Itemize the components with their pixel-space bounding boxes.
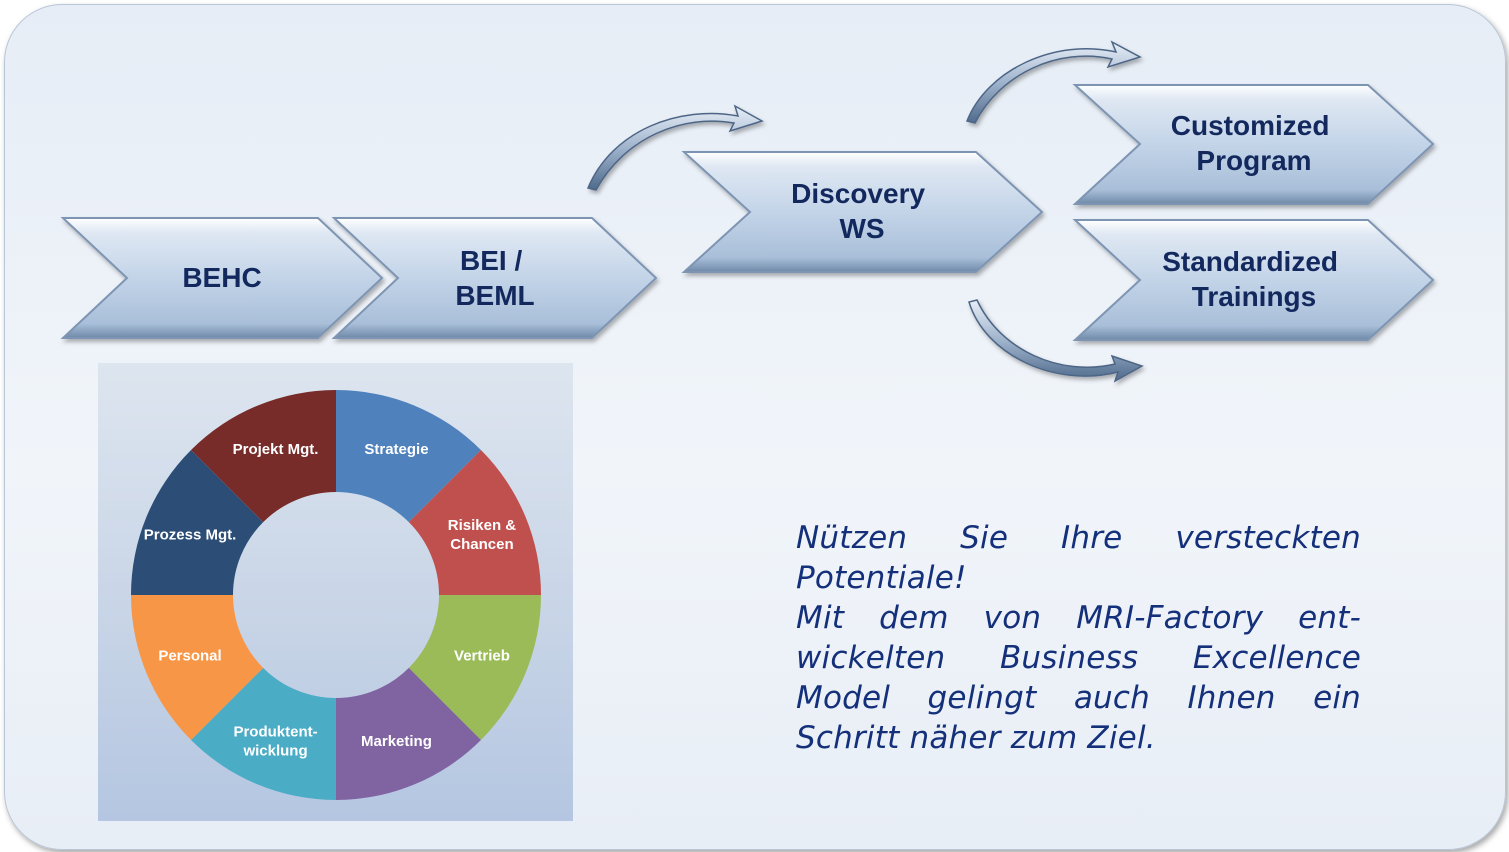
wheel-segment-label: Personal: [158, 647, 221, 664]
wheel-segment-label: Prozess Mgt.: [144, 527, 237, 544]
label-customized-program: Customized Program: [1171, 110, 1337, 176]
wheel-segment: [336, 667, 481, 800]
wheel-segment-label: Vertrieb: [454, 647, 510, 664]
label-behc: BEHC: [182, 262, 261, 293]
wheel-segment: [131, 450, 264, 595]
chevron-bei-beml: [331, 217, 658, 339]
chevron-standardized-trainings: [1072, 219, 1435, 341]
wheel-segment-label: Marketing: [361, 733, 432, 750]
wheel-segment: [131, 595, 264, 740]
slogan-line: Model gelingt auch Ihnen ein: [796, 680, 1361, 716]
chevron-customized-program: [1072, 84, 1435, 205]
chevron-discovery-ws: [681, 151, 1044, 273]
slogan-line: Schritt näher zum Ziel.: [796, 720, 1156, 756]
label-standardized-trainings: Standardized Trainings: [1162, 246, 1346, 312]
wheel-segment: [408, 595, 541, 740]
wheel-segment: [408, 450, 541, 595]
slogan-line: wickelten Business Excellence: [796, 640, 1361, 676]
wheel-segment-label: Produktent-wicklung: [233, 723, 317, 759]
wheel-segment-label: Risiken &Chancen: [448, 517, 517, 553]
curved-arrow-to-customized-icon: [965, 40, 1142, 124]
wheel-segment: [191, 667, 336, 800]
label-discovery-ws: Discovery WS: [791, 178, 933, 244]
curved-arrow-to-standardized-icon: [968, 299, 1144, 383]
wheel-segment-label: Projekt Mgt.: [233, 441, 319, 458]
curved-arrow-to-discovery-icon: [586, 104, 764, 191]
slogan-line: Nützen Sie Ihre versteckten: [796, 520, 1361, 556]
slogan-line: Mit dem von MRI-Factory ent-: [796, 600, 1361, 636]
wheel-segment-label: Strategie: [364, 441, 428, 458]
wheel-segment: [336, 390, 481, 523]
slogan-line: Potentiale!: [796, 560, 967, 596]
label-bei-beml: BEI / BEML: [455, 245, 534, 311]
wheel-segment: [191, 390, 336, 523]
slogan-text: Nützen Sie Ihre versteckten Potentiale! …: [796, 518, 1361, 758]
chevron-behc: [60, 217, 384, 339]
